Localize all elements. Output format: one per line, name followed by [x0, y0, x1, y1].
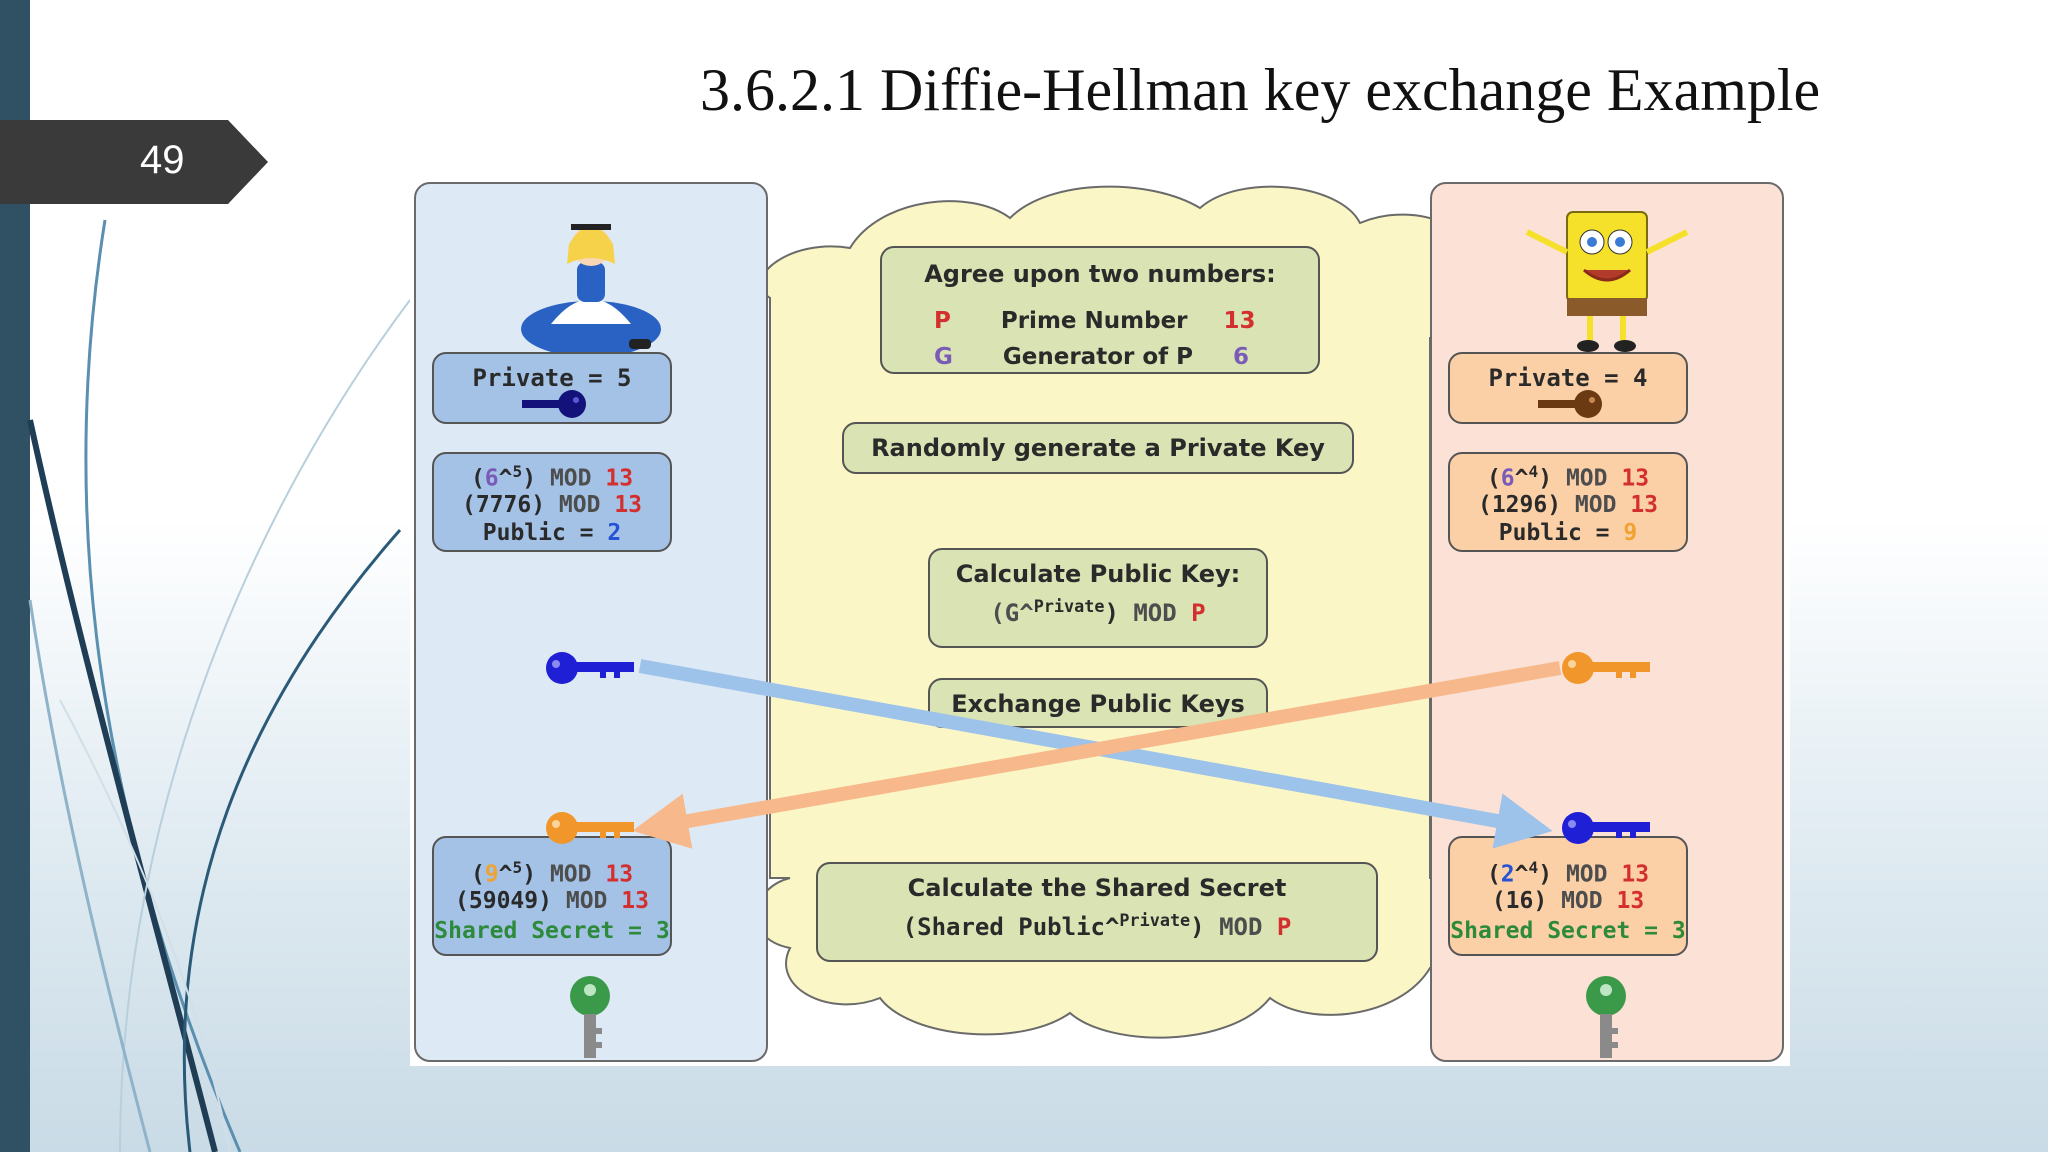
alice-public-line1: (6^5) MOD 13 — [470, 462, 634, 492]
decorative-swoosh-lines — [27, 219, 411, 1152]
alice-shared-secret-box: (9^5) MOD 13 (59049) MOD 13 Shared Secre… — [432, 836, 672, 956]
alice-public-key-box: (6^5) MOD 13 (7776) MOD 13 Public = 2 — [432, 452, 672, 552]
alice-secret-result: Shared Secret = 3 — [434, 918, 670, 944]
alice-private-key-box: Private = 5 — [432, 352, 672, 424]
page-number: 49 — [140, 138, 185, 182]
bob-private-key-box: Private = 4 — [1448, 352, 1688, 424]
calc-public-title: Calculate Public Key: — [955, 560, 1241, 588]
bob-secret-line2: (16) MOD 13 — [1491, 888, 1645, 914]
bob-secret-line1: (2^4) MOD 13 — [1486, 858, 1650, 888]
bob-private-label: Private = 4 — [1488, 364, 1648, 392]
shared-formula: (Shared Public^Private) MOD P — [902, 910, 1292, 941]
alice-public-line2: (7776) MOD 13 — [461, 492, 643, 518]
calc-public-formula: (G^Private) MOD P — [990, 596, 1206, 627]
bob-shared-secret-box: (2^4) MOD 13 (16) MOD 13 Shared Secret =… — [1448, 836, 1688, 956]
alice-private-label: Private = 5 — [472, 364, 632, 392]
agree-title: Agree upon two numbers: — [924, 260, 1276, 288]
bob-public-line2: (1296) MOD 13 — [1477, 492, 1659, 518]
alice-secret-line2: (59049) MOD 13 — [455, 888, 649, 914]
exchange-label: Exchange Public Keys — [951, 690, 1245, 718]
alice-secret-line1: (9^5) MOD 13 — [470, 858, 634, 888]
page-number-tab — [0, 120, 268, 204]
alice-private-key-icon — [522, 390, 586, 418]
bob-secret-result: Shared Secret = 3 — [1450, 918, 1686, 944]
alice-figure — [521, 224, 661, 357]
diffie-hellman-diagram: Private = 5 (6^5) MOD 13 (7776) MOD 13 P… — [410, 178, 1790, 1066]
shared-title: Calculate the Shared Secret — [907, 874, 1287, 902]
bob-private-key-icon — [1538, 390, 1602, 418]
slide-title: 3.6.2.1 Diffie-Hellman key exchange Exam… — [700, 57, 1821, 123]
bob-public-result: Public = 9 — [1498, 520, 1638, 546]
bob-public-line1: (6^4) MOD 13 — [1486, 462, 1650, 492]
calc-public-key-box: Calculate Public Key: (G^Private) MOD P — [928, 548, 1268, 648]
random-key-label: Randomly generate a Private Key — [871, 434, 1325, 462]
bob-public-key-box: (6^4) MOD 13 (1296) MOD 13 Public = 9 — [1448, 452, 1688, 552]
alice-public-result: Public = 2 — [482, 520, 622, 546]
random-private-key-box: Randomly generate a Private Key — [842, 422, 1354, 474]
alice-panel: Private = 5 (6^5) MOD 13 (7776) MOD 13 P… — [414, 182, 768, 1062]
shared-secret-formula-box: Calculate the Shared Secret (Shared Publ… — [816, 862, 1378, 962]
spongebob-figure — [1525, 211, 1689, 352]
bob-panel: Private = 4 (6^4) MOD 13 (1296) MOD 13 P… — [1430, 182, 1784, 1062]
exchange-keys-box: Exchange Public Keys — [928, 678, 1268, 728]
